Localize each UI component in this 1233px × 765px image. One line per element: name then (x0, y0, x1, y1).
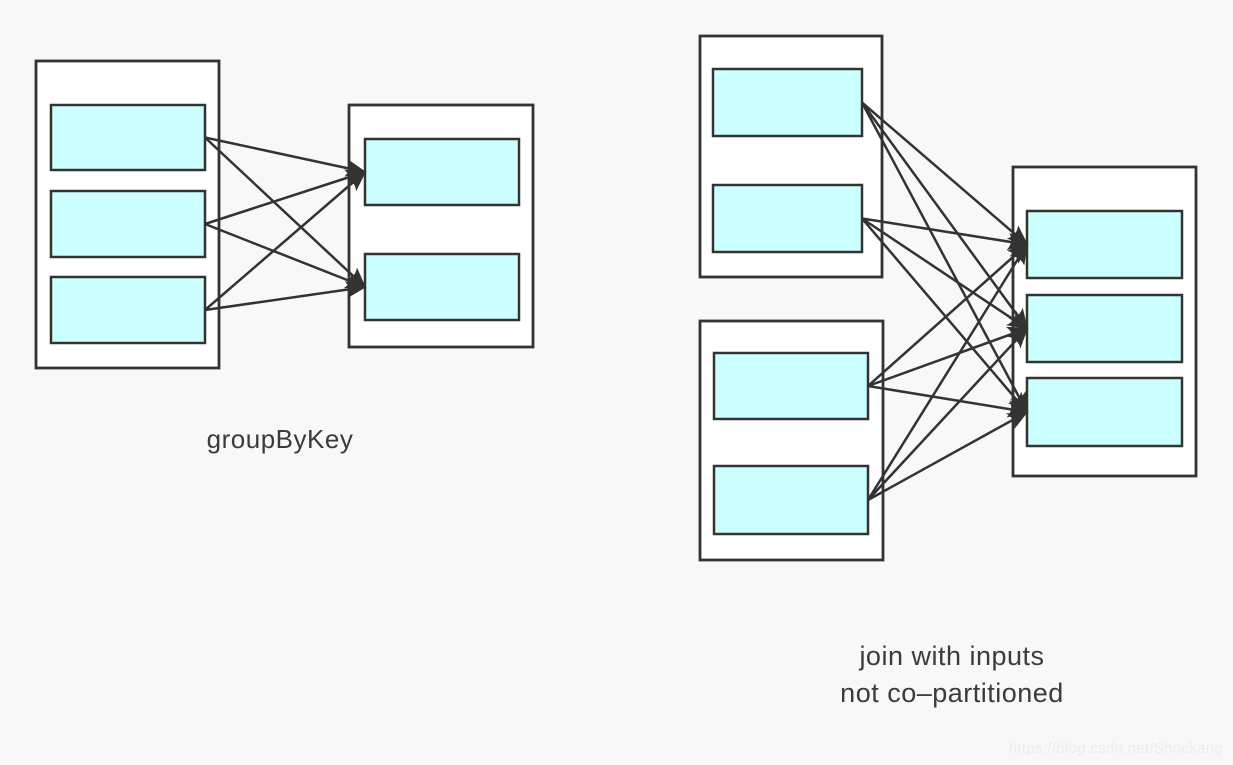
shuffle-arrow (204, 169, 367, 226)
join-label: join with inputs not co–partitioned (752, 638, 1152, 712)
shuffle-arrow (861, 101, 1029, 246)
partition-box (49, 275, 207, 345)
partition-box (1025, 209, 1184, 280)
partition-box (363, 137, 521, 207)
shuffle-arrow (204, 136, 367, 177)
shuffle-arrow (867, 326, 1029, 388)
shuffle-arrow (204, 136, 367, 289)
partition-box (711, 67, 864, 138)
join-label-line2: not co–partitioned (840, 678, 1064, 708)
join-label-line1: join with inputs (859, 641, 1045, 671)
partition-box (49, 103, 207, 172)
shuffle-arrow (861, 217, 1029, 414)
shuffle-arrow (860, 101, 1029, 414)
groupbykey-label: groupByKey (206, 424, 354, 454)
shuffle-arrow (866, 243, 1029, 501)
partition-box (49, 189, 207, 259)
shuffle-arrow (867, 327, 1029, 501)
shuffle-arrow (867, 243, 1029, 387)
shuffle-arrow (861, 217, 1029, 330)
partition-box (1025, 376, 1184, 448)
shuffle-arrow (867, 384, 1029, 418)
partition-box (712, 351, 870, 421)
shuffle-arrow (204, 281, 367, 312)
shuffle-arrow (861, 217, 1029, 251)
partition-box (1025, 293, 1184, 364)
shuffle-arrow (204, 222, 367, 289)
shuffle-arrow (860, 101, 1029, 330)
partition-box (363, 252, 521, 322)
partition-box (712, 464, 870, 536)
shuffle-arrow (204, 170, 367, 311)
partition-box (711, 183, 864, 254)
shuffle-arrow (867, 410, 1029, 502)
watermark: https://blog.csdn.net/Shockang (1008, 740, 1223, 757)
